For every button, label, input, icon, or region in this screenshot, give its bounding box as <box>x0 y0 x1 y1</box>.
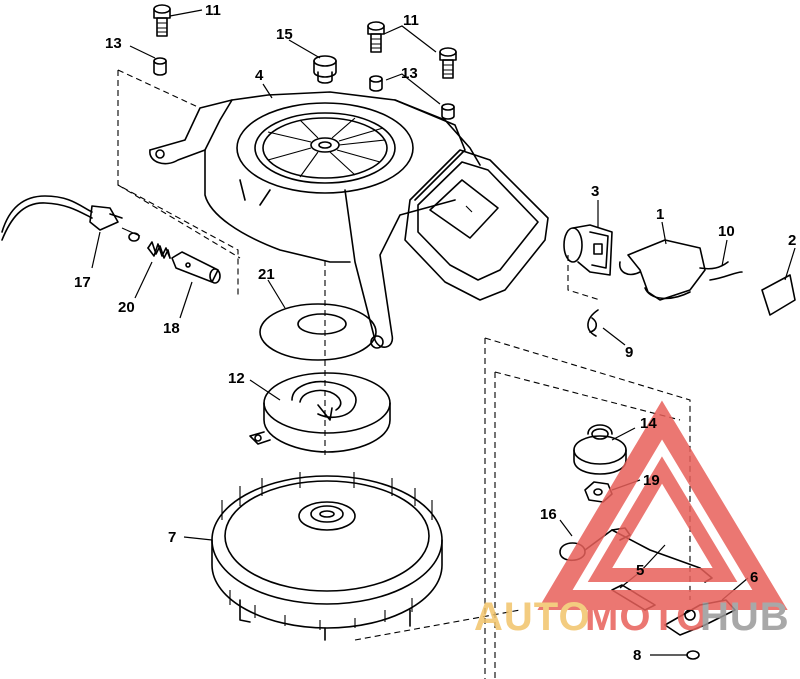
callout-12: 12 <box>228 370 245 387</box>
bolt-part-11-right <box>367 21 457 79</box>
callout-16: 16 <box>540 506 557 523</box>
cable-part-17 <box>1 195 141 242</box>
callout-17: 17 <box>74 274 91 291</box>
watermark-logo: AUTO MOTO HUB <box>474 400 790 639</box>
spring-part-19 <box>147 241 171 259</box>
pulley-part-7 <box>211 472 443 641</box>
callout-19: 20 <box>118 299 135 316</box>
clip-part-8 <box>686 650 700 660</box>
starter-housing-part-4 <box>149 91 481 349</box>
rope-handle-part-1 <box>618 239 706 301</box>
watermark-triangle-outer <box>537 400 788 610</box>
callout-4: 4 <box>255 67 264 84</box>
callout-1: 1 <box>656 206 664 223</box>
callout-11-right: 11 <box>403 12 419 29</box>
callout-10: 10 <box>718 223 735 240</box>
callout-2: 2 <box>788 232 796 249</box>
callout-8: 8 <box>633 647 641 664</box>
rope-end-part-10 <box>699 261 743 281</box>
callout-7: 7 <box>168 529 176 546</box>
callout-5: 5 <box>636 562 644 579</box>
bolt-part-11-top <box>153 4 171 37</box>
callout-13-right: 13 <box>401 65 418 82</box>
decal-part-2 <box>761 274 796 316</box>
assembly-guide-lines <box>117 69 691 679</box>
callout-9: 9 <box>625 344 633 361</box>
callout-14: 14 <box>640 415 657 432</box>
callout-21: 21 <box>258 266 275 283</box>
watermark-text-auto: AUTO <box>474 595 591 639</box>
callout-15: 15 <box>276 26 293 43</box>
spacer-part-13-left <box>153 57 167 76</box>
spacer-part-13-right <box>369 75 455 120</box>
callout-6: 6 <box>750 569 758 586</box>
plunger-part-18 <box>171 251 221 284</box>
callout-18: 18 <box>163 320 180 337</box>
callout-13-left: 13 <box>105 35 122 52</box>
handle-insert-part-3 <box>563 224 613 276</box>
watermark-triangle-inner <box>587 456 738 582</box>
retainer-part-14 <box>573 424 627 475</box>
clip-part-9 <box>587 309 599 337</box>
bushing-part-15 <box>313 55 337 84</box>
washer-part-21 <box>259 303 377 361</box>
watermark-text-hub: HUB <box>700 595 790 639</box>
callout-3: 3 <box>591 183 599 200</box>
rope-guide-box <box>404 149 549 301</box>
callout-20: 19 <box>643 472 660 489</box>
callout-labels: 11 13 15 4 11 13 3 1 10 2 9 14 19 16 5 6… <box>74 2 796 664</box>
callout-11-top: 11 <box>205 2 221 19</box>
watermark-text-moto: MOTO <box>585 595 708 639</box>
spring-housing-part-12 <box>249 372 391 453</box>
